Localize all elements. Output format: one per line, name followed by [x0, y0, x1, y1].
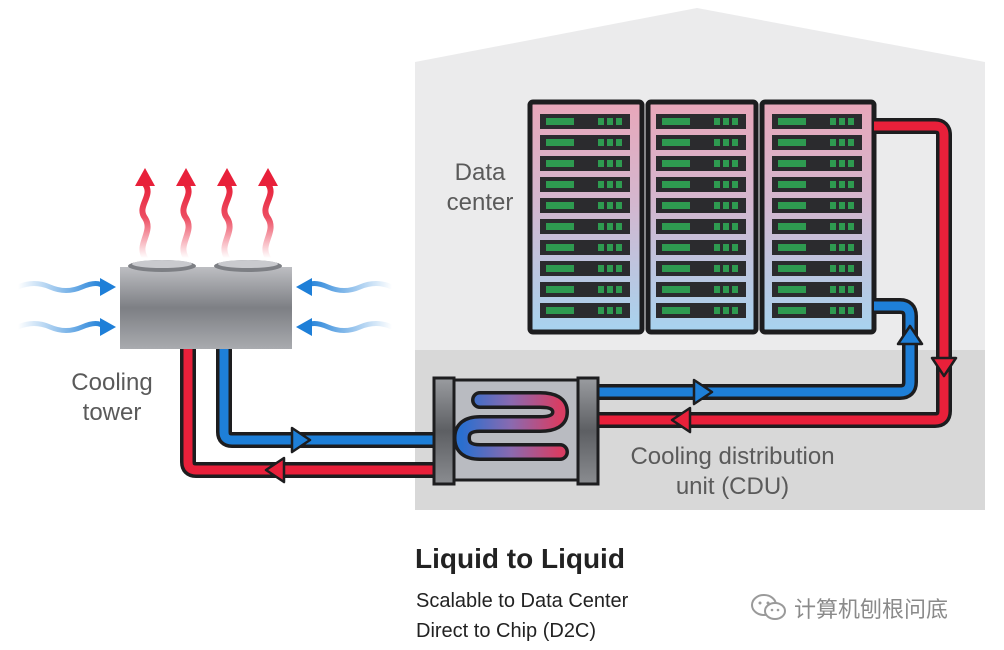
server-rack — [759, 99, 877, 335]
server-rack — [645, 99, 759, 335]
air-flow-arrow-icon — [296, 278, 395, 296]
cdu-label-line: Cooling distribution — [630, 443, 835, 470]
server-unit — [772, 303, 862, 318]
cooling-tower-label-line: Cooling — [71, 369, 153, 396]
subtitle-line: Scalable to Data Center — [416, 590, 629, 612]
server-unit — [540, 177, 630, 192]
server-unit — [656, 114, 746, 129]
cdu-unit — [432, 376, 600, 486]
server-racks — [527, 99, 877, 335]
server-unit — [540, 198, 630, 213]
air-flow-arrow-icon — [15, 278, 116, 296]
server-unit — [656, 240, 746, 255]
air-flow-arrow-icon — [15, 318, 116, 336]
server-rack — [527, 99, 645, 335]
server-unit — [656, 135, 746, 150]
tower-loop-pipes — [180, 348, 434, 478]
data-center-label: Data center — [410, 158, 550, 218]
server-unit — [772, 219, 862, 234]
server-unit — [772, 261, 862, 276]
cooling-tower — [120, 260, 292, 349]
server-unit — [772, 114, 862, 129]
heat-wave-arrow-icon — [176, 168, 196, 261]
server-unit — [656, 198, 746, 213]
server-unit — [540, 114, 630, 129]
server-unit — [772, 156, 862, 171]
server-unit — [656, 261, 746, 276]
server-unit — [656, 219, 746, 234]
data-center-label-line: center — [446, 189, 514, 216]
flow-direction-arrow-icon — [896, 324, 924, 346]
diagram-title: Liquid to Liquid — [415, 543, 625, 574]
watermark-text: 计算机刨根问底 — [794, 597, 949, 622]
cooling-tower-label-line: tower — [82, 399, 142, 426]
server-unit — [540, 282, 630, 297]
server-unit — [656, 282, 746, 297]
flow-direction-arrow-icon — [930, 356, 958, 378]
cooling-tower-label: Cooling tower — [42, 368, 182, 428]
server-unit — [772, 282, 862, 297]
flow-direction-arrow-icon — [670, 406, 692, 434]
server-unit — [540, 261, 630, 276]
server-unit — [772, 240, 862, 255]
server-unit — [540, 303, 630, 318]
server-unit — [656, 177, 746, 192]
server-unit — [772, 198, 862, 213]
server-unit — [540, 156, 630, 171]
flow-direction-arrow-icon — [264, 456, 286, 484]
cdu-label: Cooling distribution unit (CDU) — [600, 442, 865, 502]
heat-exhaust — [135, 168, 278, 261]
server-unit — [772, 177, 862, 192]
subtitle-line: Direct to Chip (D2C) — [416, 620, 597, 642]
flow-direction-arrows — [264, 324, 958, 484]
flow-direction-arrow-icon — [290, 426, 312, 454]
server-unit — [540, 240, 630, 255]
watermark: 计算机刨根问底 — [750, 592, 948, 624]
facility-loop-pipes — [598, 118, 952, 428]
server-unit — [656, 303, 746, 318]
server-unit — [772, 135, 862, 150]
heat-wave-arrow-icon — [135, 168, 155, 261]
flow-direction-arrow-icon — [692, 378, 714, 406]
air-flow-arrow-icon — [296, 318, 395, 336]
server-unit — [540, 135, 630, 150]
air-intake — [15, 278, 395, 336]
data-center-label-line: Data — [454, 159, 506, 186]
cdu-label-line: unit (CDU) — [675, 473, 790, 500]
heat-wave-arrow-icon — [258, 168, 278, 261]
server-unit — [540, 219, 630, 234]
heat-wave-arrow-icon — [217, 168, 237, 261]
wechat-icon — [751, 594, 786, 620]
server-unit — [656, 156, 746, 171]
